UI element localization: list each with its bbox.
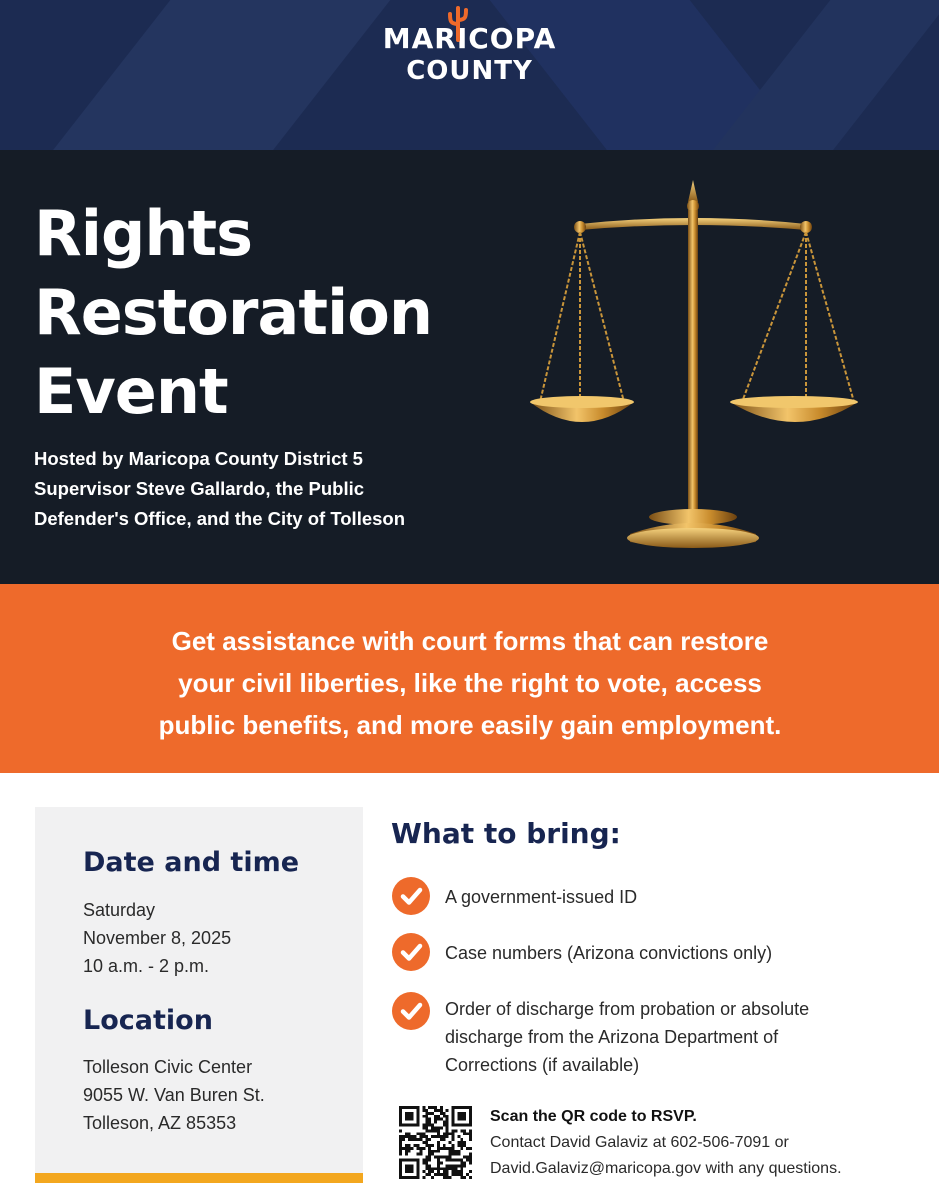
- location-heading: Location: [83, 1005, 213, 1036]
- host-line: Supervisor Steve Gallardo, the Public: [34, 478, 365, 499]
- card-accent-bar: [35, 1173, 363, 1183]
- hero-section: Rights Restoration Event Hosted by Maric…: [0, 150, 939, 584]
- checkmark-icon: [392, 877, 430, 915]
- assistance-line: your civil liberties, like the right to …: [178, 668, 762, 698]
- assistance-text: Get assistance with court forms that can…: [60, 620, 880, 746]
- host-description: Hosted by Maricopa County District 5 Sup…: [34, 444, 464, 534]
- rsvp-contact-line: Contact David Galaviz at 602-506-7091 or: [490, 1134, 789, 1151]
- assistance-line: public benefits, and more easily gain em…: [158, 710, 782, 740]
- assistance-banner: Get assistance with court forms that can…: [0, 584, 939, 773]
- maricopa-county-logo: MARICOPA COUNTY: [0, 22, 939, 86]
- address-line: Tolleson Civic Center: [83, 1057, 253, 1077]
- event-details-card: Date and time Saturday November 8, 2025 …: [35, 807, 363, 1175]
- address-line: Tolleson, AZ 85353: [83, 1113, 237, 1133]
- logo-text-line1: MARICOPA: [382, 22, 557, 55]
- date-line: Saturday: [83, 900, 156, 920]
- rsvp-email-line[interactable]: David.Galaviz@maricopa.gov with any ques…: [490, 1160, 842, 1177]
- bring-item-text: A government-issued ID: [445, 887, 638, 907]
- cactus-icon: [448, 6, 468, 42]
- checkmark-icon: [392, 933, 430, 971]
- event-title: Rights Restoration Event: [34, 194, 514, 431]
- address-line: 9055 W. Van Buren St.: [83, 1085, 265, 1105]
- header-banner: MARICOPA COUNTY: [0, 0, 939, 150]
- host-line: Hosted by Maricopa County District 5: [34, 448, 363, 469]
- rsvp-heading: Scan the QR code to RSVP.: [490, 1108, 697, 1125]
- checkmark-icon: [392, 992, 430, 1030]
- title-line: Restoration: [34, 276, 433, 349]
- assistance-line: Get assistance with court forms that can…: [171, 626, 769, 656]
- location-address: Tolleson Civic Center 9055 W. Van Buren …: [83, 1053, 265, 1137]
- logo-text-line2: COUNTY: [406, 56, 533, 86]
- date-time-heading: Date and time: [83, 847, 300, 878]
- what-to-bring-heading: What to bring:: [391, 817, 621, 850]
- bring-item-text: Case numbers (Arizona convictions only): [445, 943, 773, 963]
- date-time-details: Saturday November 8, 2025 10 a.m. - 2 p.…: [83, 896, 231, 980]
- rsvp-info: Scan the QR code to RSVP. Contact David …: [490, 1104, 930, 1182]
- host-line: Defender's Office, and the City of Tolle…: [34, 508, 406, 529]
- date-line: November 8, 2025: [83, 928, 232, 948]
- qr-code-icon[interactable]: [399, 1106, 472, 1179]
- title-line: Rights: [34, 197, 253, 270]
- bring-item-text: Order of discharge from probation or abs…: [445, 999, 810, 1075]
- title-line: Event: [34, 355, 229, 428]
- time-line: 10 a.m. - 2 p.m.: [83, 956, 210, 976]
- scales-of-justice-icon: [530, 180, 858, 548]
